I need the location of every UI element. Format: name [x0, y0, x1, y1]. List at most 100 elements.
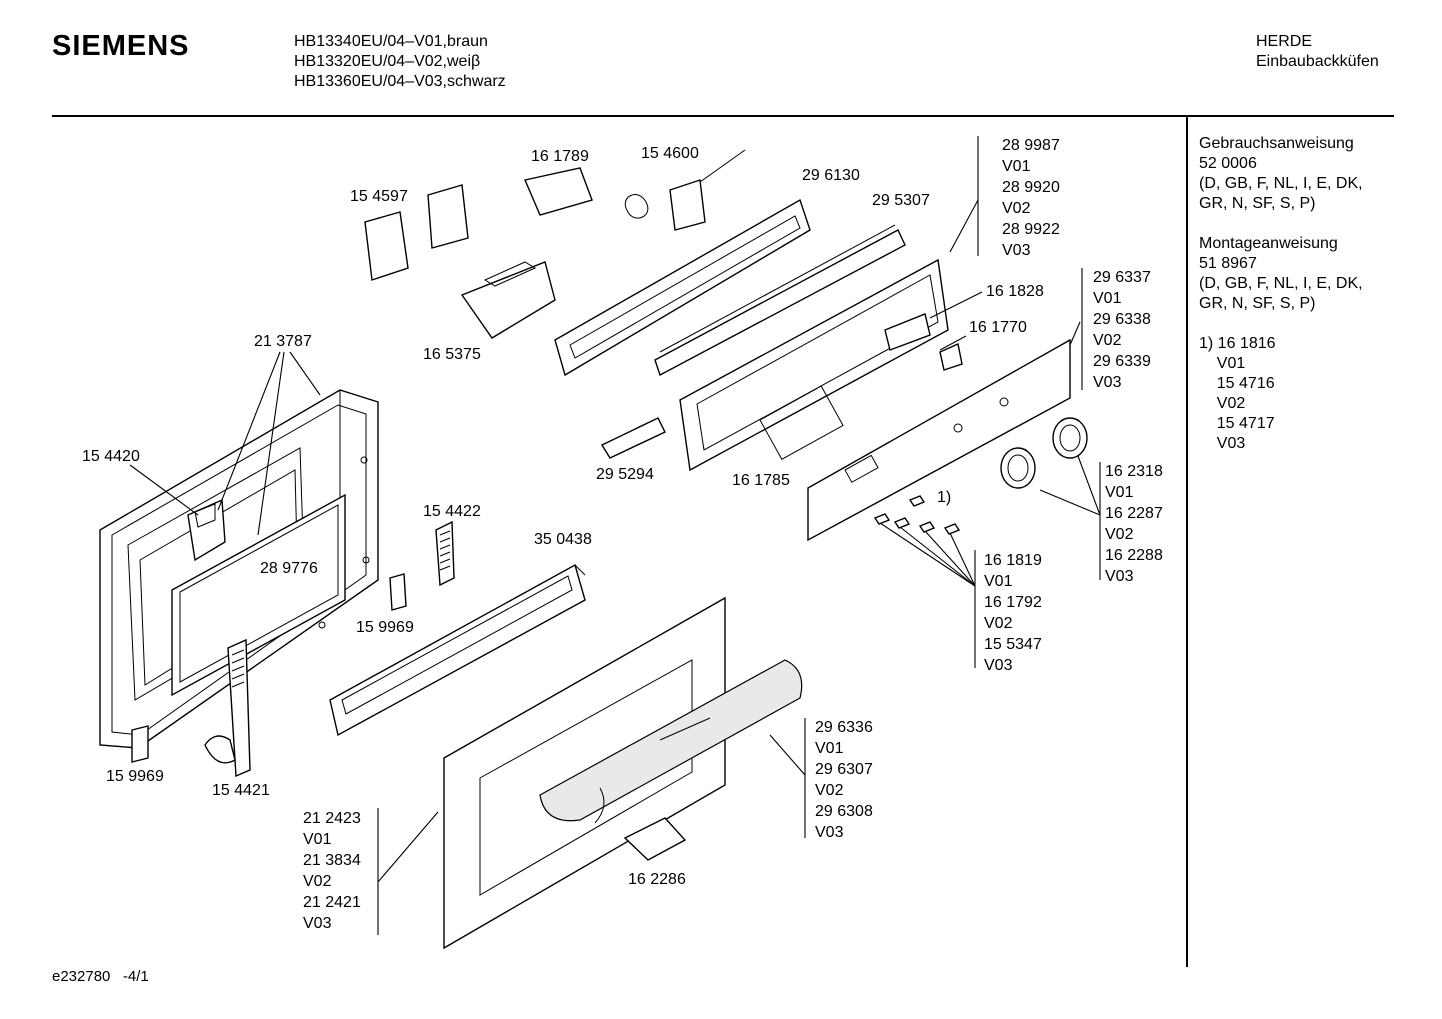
- footnote-line: 15 4716: [1199, 375, 1275, 392]
- variant-entry: 29 6307: [815, 761, 873, 778]
- variant-entry: V02: [1002, 200, 1031, 217]
- part-label: 29 6130: [802, 167, 860, 184]
- sidebar-divider: [1186, 117, 1188, 967]
- variant-entry: 28 9987: [1002, 137, 1060, 154]
- variant-entry: V03: [1093, 374, 1122, 391]
- variant-entry: V01: [303, 831, 332, 848]
- handle-clip: [623, 817, 687, 861]
- part-label: 21 3787: [254, 333, 312, 350]
- screws: [873, 495, 961, 535]
- variant-list-handle: 29 6336 V01 29 6307 V02 29 6308 V03: [815, 719, 873, 841]
- part-label: 16 1770: [969, 319, 1027, 336]
- hinge-spring-upper: [435, 520, 455, 587]
- model-line: HB13360EU/04–V03,schwarz: [294, 73, 506, 90]
- footnote-line: V03: [1199, 435, 1246, 452]
- variant-entry: 16 1792: [984, 594, 1042, 611]
- variant-entry: V01: [1105, 484, 1134, 501]
- documentation-sidebar: Gebrauchsanweisung 52 0006 (D, GB, F, NL…: [1199, 134, 1363, 474]
- category-line: HERDE: [1256, 33, 1313, 50]
- spacer-block: [389, 573, 407, 611]
- mounting-line: Montageanweisung: [1199, 235, 1338, 252]
- variant-entry: 16 2288: [1105, 547, 1163, 564]
- model-line: HB13320EU/04–V02,weiβ: [294, 53, 481, 70]
- footnote-line: V01: [1199, 355, 1246, 372]
- model-list: HB13340EU/04–V01,braun HB13320EU/04–V02,…: [294, 32, 506, 92]
- manual-line: GR, N, SF, S, P): [1199, 195, 1316, 212]
- part-label: 16 1785: [732, 472, 790, 489]
- part-label: 29 5294: [596, 466, 654, 483]
- front-control-panel: [807, 338, 1071, 542]
- variant-entry: 21 2423: [303, 810, 361, 827]
- leader-lines: [129, 136, 1101, 935]
- mounting-line: (D, GB, F, NL, I, E, DK,: [1199, 275, 1363, 292]
- manual-line: Gebrauchsanweisung: [1199, 135, 1354, 152]
- switch-bracket-2: [427, 184, 469, 249]
- inner-glass: [171, 493, 346, 697]
- footnote-marker: 1): [937, 489, 951, 506]
- variant-entry: V03: [1105, 568, 1134, 585]
- variant-entry: 21 3834: [303, 852, 361, 869]
- hinge-spring-lower: [204, 638, 251, 778]
- variant-entry: V02: [1105, 526, 1134, 543]
- part-label: 16 1789: [531, 148, 589, 165]
- variant-entry: V01: [984, 573, 1013, 590]
- variant-entry: 29 6308: [815, 803, 873, 820]
- part-label: 28 9776: [260, 560, 318, 577]
- part-label: 16 5375: [423, 346, 481, 363]
- part-label: 35 0438: [534, 531, 592, 548]
- part-label: 15 4421: [212, 782, 270, 799]
- variant-entry: 29 6338: [1093, 311, 1151, 328]
- electronic-module: [460, 261, 556, 339]
- variant-entry: V02: [984, 615, 1013, 632]
- mounting-line: 51 8967: [1199, 255, 1257, 272]
- document-code: e232780 -4/1: [52, 968, 149, 985]
- part-label: 15 4597: [350, 188, 408, 205]
- part-label: 15 9969: [106, 768, 164, 785]
- manual-line: 52 0006: [1199, 155, 1257, 172]
- category-line: Einbaubackküfen: [1256, 53, 1379, 70]
- variant-entry: V03: [984, 657, 1013, 674]
- door-handle: [539, 659, 803, 824]
- control-knob-1: [1000, 447, 1036, 489]
- brand-logo: SIEMENS: [52, 30, 190, 62]
- part-label: 16 1828: [986, 283, 1044, 300]
- variant-entry: V02: [1093, 332, 1122, 349]
- selector-switch: [524, 167, 593, 216]
- panel-frame: [654, 224, 906, 377]
- variant-list-door: 21 2423 V01 21 3834 V02 21 2421 V03: [303, 810, 361, 932]
- variant-entry: V03: [303, 915, 332, 932]
- mounting-line: GR, N, SF, S, P): [1199, 295, 1316, 312]
- variant-entry: 16 2287: [1105, 505, 1163, 522]
- header-divider: [52, 115, 1394, 117]
- mounting-manual-block: Montageanweisung 51 8967 (D, GB, F, NL, …: [1199, 234, 1363, 314]
- product-category: HERDE Einbaubackküfen: [1256, 32, 1379, 72]
- footnote-block: 1) 16 1816 V01 15 4716 V02 15 4717 V03: [1199, 334, 1363, 454]
- control-knob-2: [1052, 417, 1088, 459]
- rear-panel-plate: [554, 198, 811, 377]
- bezel-frame: [679, 258, 949, 472]
- user-manual-block: Gebrauchsanweisung 52 0006 (D, GB, F, NL…: [1199, 134, 1363, 214]
- variant-entry: 29 6336: [815, 719, 873, 736]
- variant-entry: V02: [303, 873, 332, 890]
- door-bracket: [329, 563, 586, 737]
- variant-entry: 28 9922: [1002, 221, 1060, 238]
- variant-entry: 21 2421: [303, 894, 361, 911]
- thermostat: [624, 149, 746, 231]
- variant-entry: 16 1819: [984, 552, 1042, 569]
- part-label: 15 4422: [423, 503, 481, 520]
- manual-line: (D, GB, F, NL, I, E, DK,: [1199, 175, 1363, 192]
- variant-list-screws: 16 1819 V01 16 1792 V02 15 5347 V03: [984, 552, 1042, 674]
- footnote-line: 15 4717: [1199, 415, 1275, 432]
- part-label: 15 4600: [641, 145, 699, 162]
- switch-bracket-1: [364, 211, 409, 281]
- variant-list-knobs: 16 2318 V01 16 2287 V02 16 2288 V03: [1105, 463, 1163, 585]
- footnote-line: 1) 16 1816: [1199, 335, 1276, 352]
- part-label: 16 2286: [628, 871, 686, 888]
- part-label: 15 9969: [356, 619, 414, 636]
- light-strip: [600, 417, 666, 459]
- variant-entry: 29 6339: [1093, 353, 1151, 370]
- small-connector-2: [939, 343, 963, 371]
- variant-entry: V01: [815, 740, 844, 757]
- variant-entry: V03: [1002, 242, 1031, 259]
